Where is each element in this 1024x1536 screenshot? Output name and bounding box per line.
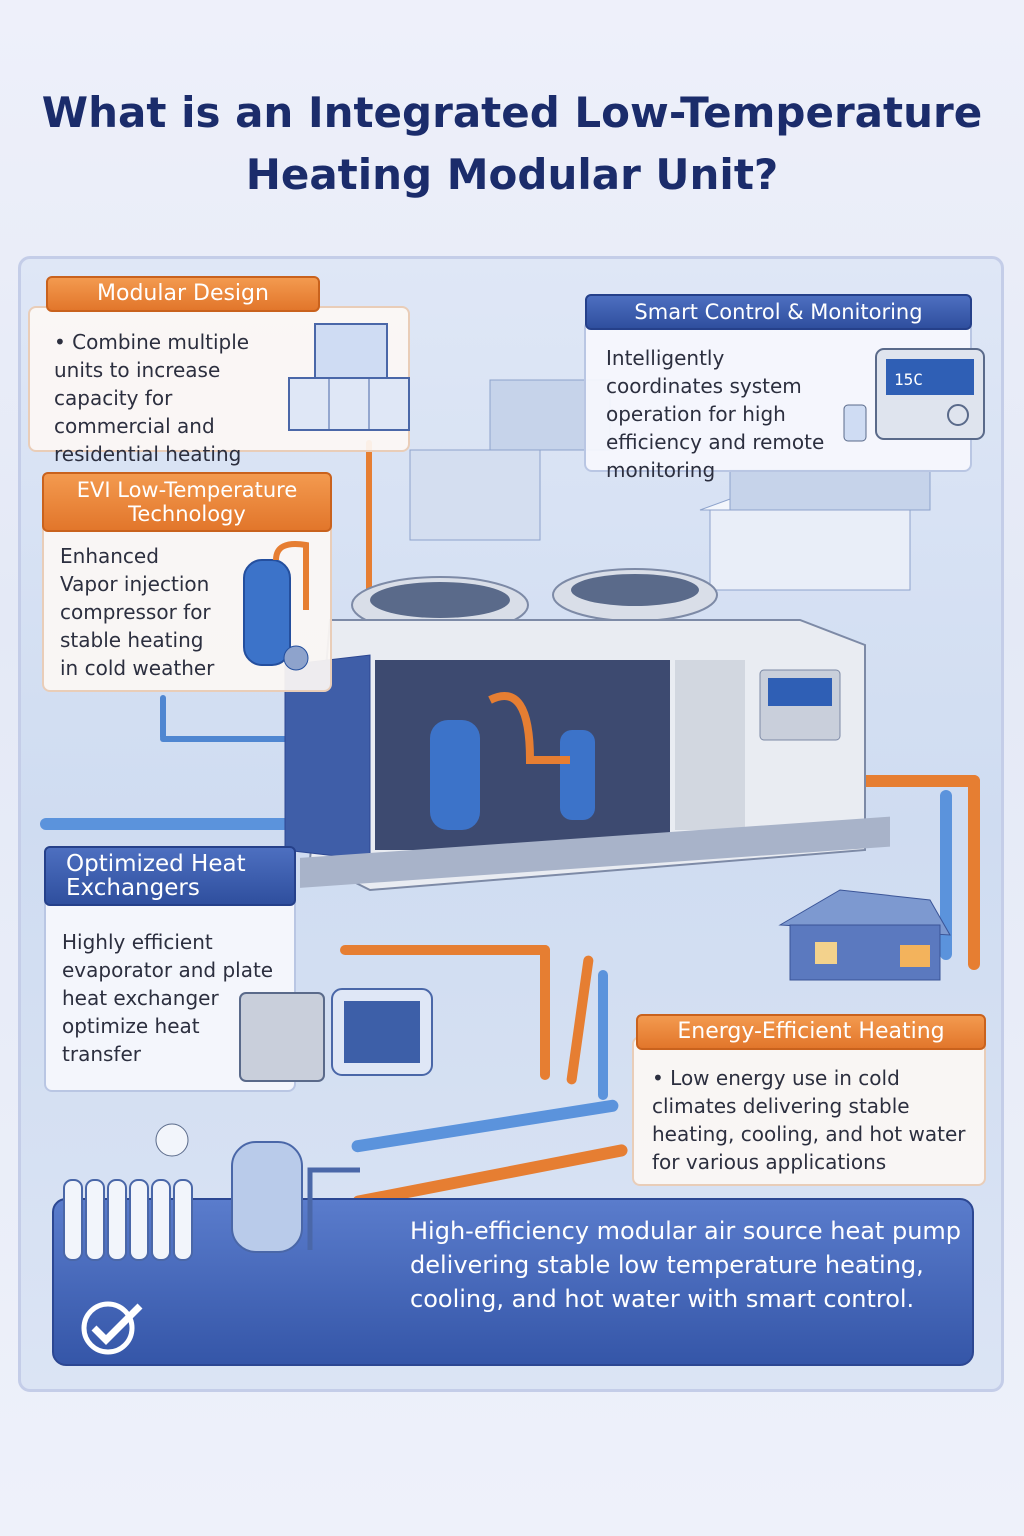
energy-panel: • Low energy use in cold climates delive…	[632, 1036, 986, 1186]
compressor-icon	[243, 541, 309, 671]
snowy-village-illustration	[409, 379, 931, 591]
smart-control-text: Intelligently coordinates system operati…	[606, 346, 825, 482]
pipe	[860, 775, 980, 787]
modular-design-heading: Modular Design	[46, 276, 320, 312]
heat-pump-unit	[284, 568, 890, 892]
pipe	[598, 970, 608, 1100]
evi-text: Enhanced Vapor injection compressor for …	[60, 544, 215, 680]
smart-control-heading: Smart Control & Monitoring	[585, 294, 972, 330]
pipe	[540, 945, 550, 1080]
heat-exchangers-text: Highly efficient evaporator and plate he…	[62, 930, 274, 1066]
pipe	[340, 945, 550, 955]
pipe	[366, 440, 372, 600]
summary-banner	[52, 1198, 974, 1366]
heat-exchanger-icon	[239, 988, 433, 1082]
pipe	[40, 818, 290, 830]
heat-exchangers-panel: Highly efficient evaporator and plate he…	[44, 880, 296, 1092]
energy-text: • Low energy use in cold climates delive…	[652, 1066, 966, 1174]
page-title: What is an Integrated Low-Temperature He…	[41, 88, 983, 199]
modular-units-icon	[288, 323, 410, 431]
pipe	[160, 695, 166, 740]
summary-text: High-efficiency modular air source heat …	[410, 1217, 962, 1313]
evi-heading: EVI Low-Temperature Technology	[42, 472, 332, 532]
house-icon	[778, 889, 951, 981]
check-icon	[81, 1301, 143, 1355]
pipe	[940, 790, 952, 960]
control-panel-icon: 15C	[843, 348, 985, 442]
modular-design-text: • Combine multiple units to increase cap…	[54, 330, 250, 466]
radiator-icon	[63, 1123, 360, 1261]
pipe	[160, 736, 310, 742]
energy-heading: Energy-Efficient Heating	[636, 1014, 986, 1050]
pipe	[968, 775, 980, 970]
svg-text:15C: 15C	[894, 370, 923, 389]
heat-exchangers-heading: Optimized Heat Exchangers	[44, 846, 296, 906]
